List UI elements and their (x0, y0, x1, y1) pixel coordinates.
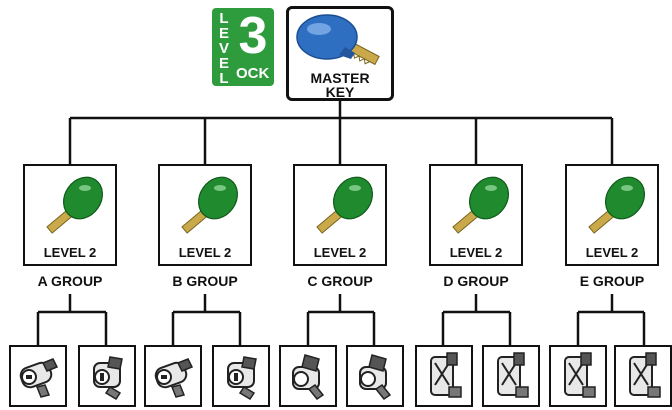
cam-lock-icon (154, 358, 194, 398)
group-label-b: B GROUP (172, 273, 238, 289)
cam-lock-icon (614, 345, 672, 407)
blue-key-icon (296, 14, 380, 66)
green-key-icon (588, 176, 646, 234)
cam-lock-icon (9, 345, 67, 407)
group-label-c: C GROUP (307, 273, 373, 289)
logo-letter: E (218, 55, 229, 72)
level-2-box-c: LEVEL 2 (293, 164, 387, 266)
group-label-e: E GROUP (579, 273, 645, 289)
master-key-label-line: KEY (325, 84, 355, 100)
green-key-icon (452, 176, 510, 234)
level-2-box-a: LEVEL 2 (23, 164, 117, 266)
group-label-a: A GROUP (37, 273, 103, 289)
cam-lock-icon (482, 345, 540, 407)
level-2-box-e: LEVEL 2 (565, 164, 659, 266)
logo-level-letters: L E V E L (215, 11, 233, 86)
cam-lock-icon (497, 352, 529, 398)
logo-letter: E (218, 25, 229, 42)
logo-number: 3 (238, 7, 268, 65)
cam-lock-icon (292, 354, 325, 401)
cam-lock-icon (549, 345, 607, 407)
level-label: LEVEL 2 (585, 245, 639, 260)
cam-lock-icon (78, 345, 136, 407)
green-key-icon (46, 176, 104, 234)
cam-lock-icon (415, 345, 473, 407)
level-2-box-d: LEVEL 2 (429, 164, 523, 266)
level-label: LEVEL 2 (178, 245, 232, 260)
level-3-lock-logo: L E V E L 3 OCK (212, 8, 274, 86)
cam-lock-icon (19, 358, 59, 398)
logo-letter: L (219, 70, 229, 87)
cam-lock-icon (279, 345, 337, 407)
level-2-box-b: LEVEL 2 (158, 164, 252, 266)
cam-lock-icon (346, 345, 404, 407)
logo-letter: V (218, 40, 229, 57)
cam-lock-icon (359, 354, 392, 401)
cam-lock-icon (430, 352, 462, 398)
master-key-box: MASTER KEY (286, 6, 394, 101)
green-key-icon (316, 176, 374, 234)
master-key-label-line: MASTER (310, 70, 370, 86)
master-key-label: MASTER KEY (289, 71, 391, 99)
logo-letter: L (219, 10, 229, 27)
cam-lock-icon (564, 352, 596, 398)
level-label: LEVEL 2 (449, 245, 503, 260)
cam-lock-icon (93, 356, 123, 401)
group-label-d: D GROUP (443, 273, 509, 289)
logo-lock-text: OCK (236, 65, 270, 82)
cam-lock-icon (144, 345, 202, 407)
cam-lock-icon (227, 356, 257, 401)
green-key-icon (181, 176, 239, 234)
cam-lock-icon (629, 352, 661, 398)
cam-lock-icon (212, 345, 270, 407)
level-label: LEVEL 2 (313, 245, 367, 260)
level-label: LEVEL 2 (43, 245, 97, 260)
